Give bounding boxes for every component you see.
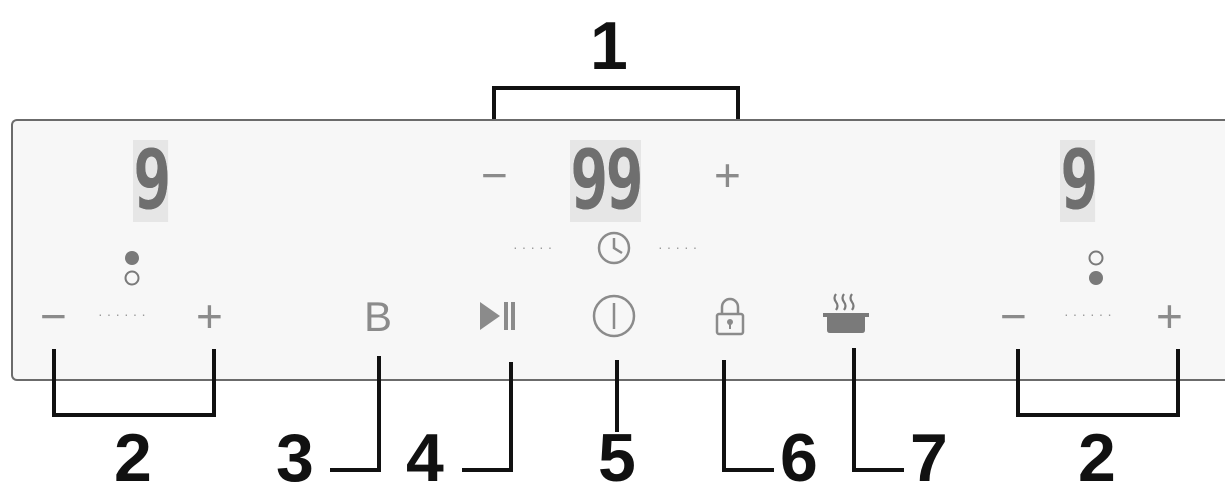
clock-icon[interactable] xyxy=(596,230,632,266)
callout-6: 6 xyxy=(780,420,818,496)
callout-3-line-v xyxy=(377,356,381,472)
right-zone-minus-button[interactable]: − xyxy=(1000,290,1027,342)
right-zone-slider-dots[interactable]: ······ xyxy=(1064,306,1116,322)
callout-1-bracket xyxy=(492,86,740,150)
lock-icon[interactable] xyxy=(714,296,746,336)
left-zone-minus-button[interactable]: − xyxy=(40,290,67,342)
left-zone-level-display: 9 xyxy=(133,133,172,228)
right-zone-plus-button[interactable]: + xyxy=(1156,290,1183,342)
booster-button[interactable]: B xyxy=(364,294,392,340)
callout-3-line-h xyxy=(330,468,381,472)
timer-dots-right: ····· xyxy=(658,239,702,255)
callout-6-line-v xyxy=(722,360,726,472)
left-zone-plus-button[interactable]: + xyxy=(196,290,223,342)
right-zone-level-display: 9 xyxy=(1060,133,1099,228)
timer-display: 99 xyxy=(570,133,644,228)
callout-7-line-h xyxy=(852,468,904,472)
timer-minus-button[interactable]: − xyxy=(481,149,508,201)
callout-5-line-v xyxy=(615,360,619,432)
callout-6-line-h xyxy=(722,468,774,472)
callout-4-line-v xyxy=(509,362,513,472)
callout-1: 1 xyxy=(590,8,628,84)
left-zone-slider-dots[interactable]: ······ xyxy=(98,306,150,322)
callout-7-line-v xyxy=(852,348,856,472)
booster-label: B xyxy=(364,293,393,340)
callout-4: 4 xyxy=(406,420,444,496)
play-pause-icon[interactable] xyxy=(478,300,518,332)
callout-3: 3 xyxy=(276,420,314,496)
callout-5: 5 xyxy=(598,420,636,496)
timer-dots-left: ····· xyxy=(513,239,557,255)
callout-7: 7 xyxy=(910,420,948,496)
right-zone-indicator-icon xyxy=(1088,250,1104,285)
callout-2-right: 2 xyxy=(1078,420,1116,496)
callout-2-right-bracket xyxy=(1016,349,1180,417)
timer-plus-button[interactable]: + xyxy=(714,149,741,201)
power-icon[interactable] xyxy=(591,293,637,339)
callout-2-left: 2 xyxy=(114,420,152,496)
callout-4-line-h xyxy=(462,468,513,472)
left-zone-indicator-icon xyxy=(124,251,140,286)
keep-warm-pot-icon[interactable] xyxy=(822,290,870,334)
callout-2-left-bracket xyxy=(52,349,216,417)
